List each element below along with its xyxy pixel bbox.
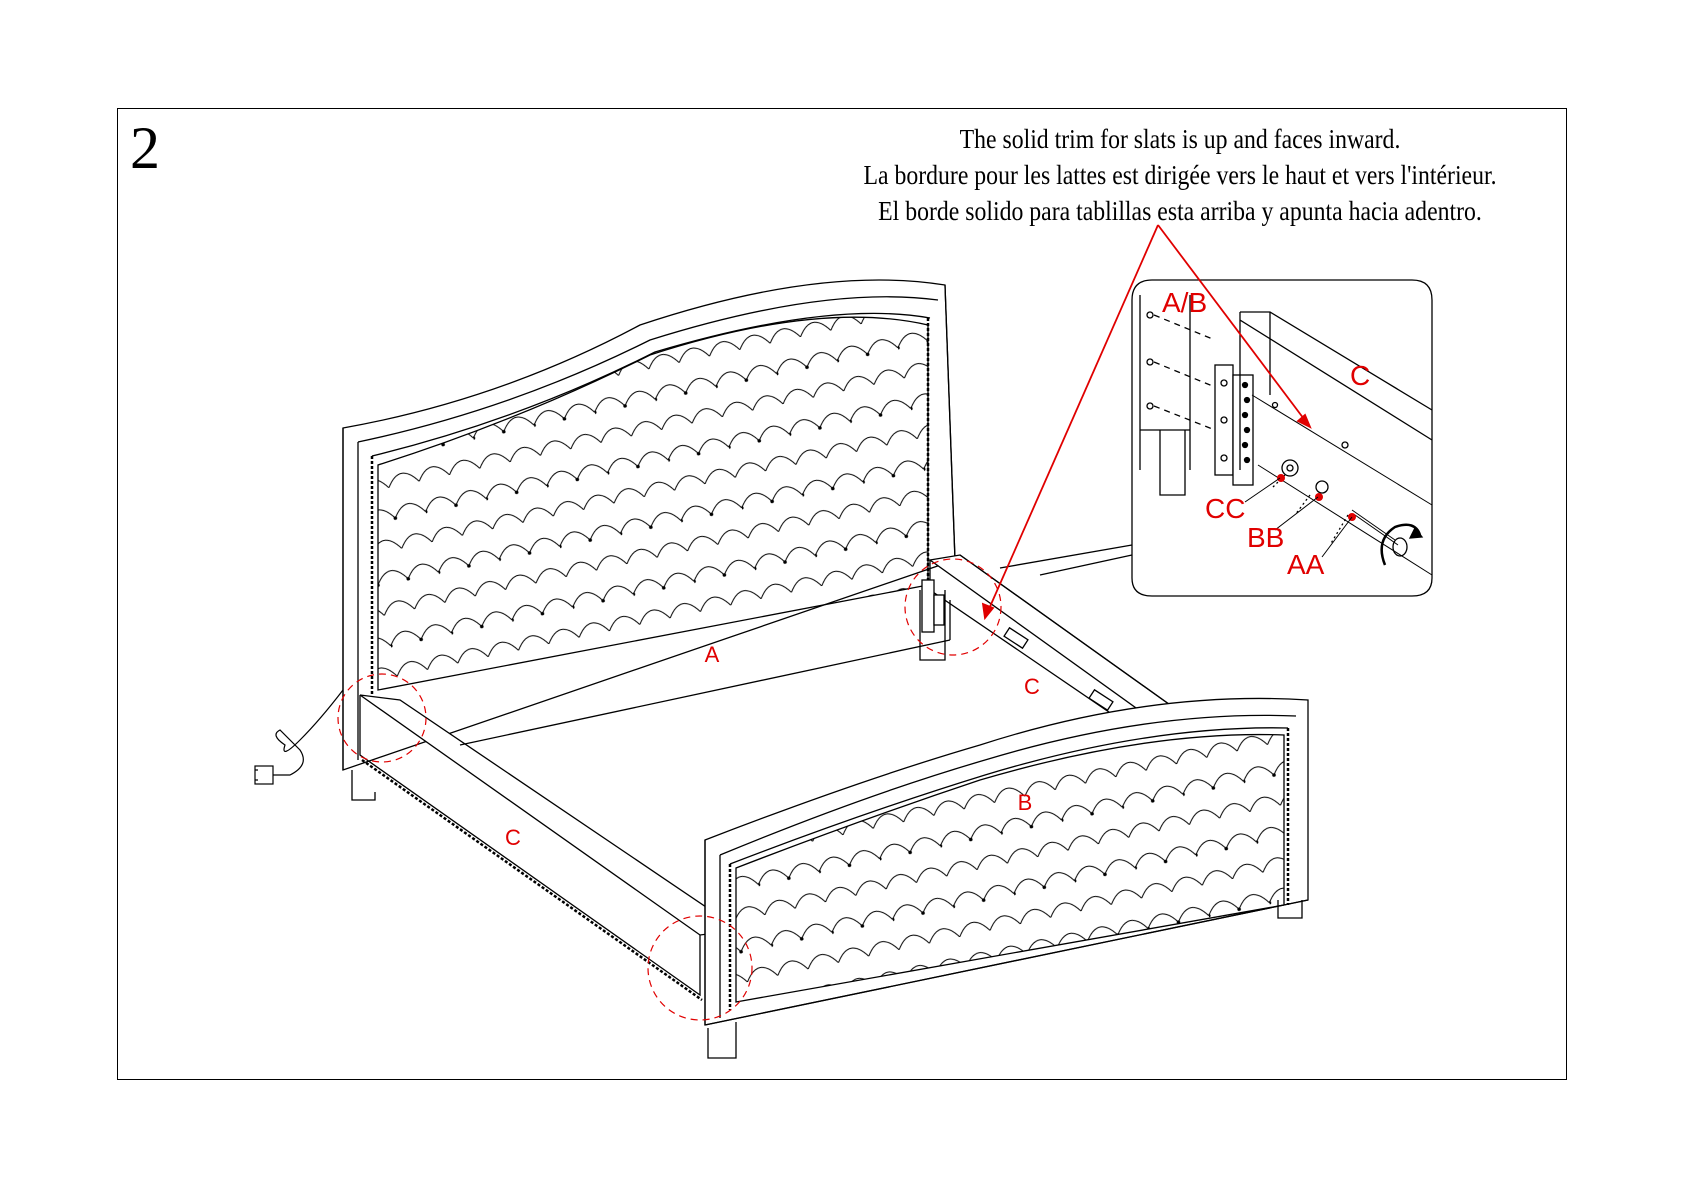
label-bb: BB [1247,522,1284,553]
power-cord [255,690,343,784]
label-aa: AA [1287,549,1325,580]
label-headboard: A [705,642,720,667]
headboard [343,280,955,800]
label-side-rail-right: C [1024,674,1040,699]
label-footboard: B [1018,790,1033,815]
label-detail-ab: A/B [1162,287,1207,318]
label-detail-c: C [1350,360,1370,391]
label-side-rail-left: C [505,825,521,850]
label-cc: CC [1205,493,1245,524]
footboard [705,698,1308,1058]
